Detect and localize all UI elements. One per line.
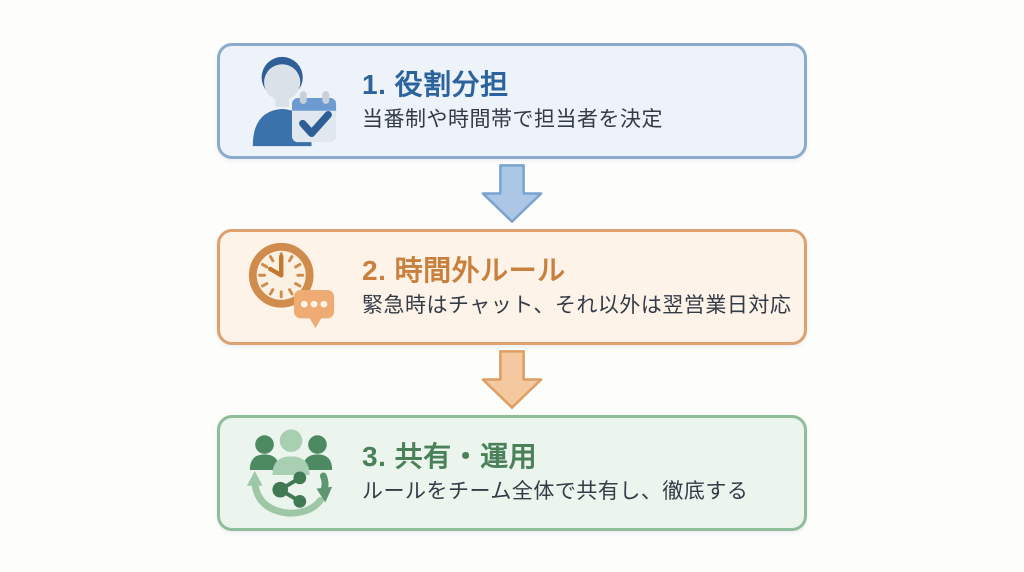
step-title: 2. 時間外ルール (362, 254, 566, 286)
step-card-share-operate: 3. 共有・運用 ルールをチーム全体で共有し、徹底する (217, 415, 807, 531)
step-card-afterhours-rules: 2. 時間外ルール 緊急時はチャット、それ以外は翌営業日対応 (217, 229, 807, 345)
step-title: 1. 役割分担 (362, 68, 509, 100)
clock-chat-icon (242, 238, 340, 336)
step-title: 3. 共有・運用 (362, 440, 538, 472)
down-arrow (480, 345, 544, 415)
step-description: ルールをチーム全体で共有し、徹底する (362, 480, 749, 504)
people-share-icon (242, 424, 340, 522)
person-calendar-icon (242, 52, 340, 150)
step-description: 緊急時はチャット、それ以外は翌営業日対応 (362, 294, 792, 318)
step-card-role-assignment: 1. 役割分担 当番制や時間帯で担当者を決定 (217, 43, 807, 159)
step-description: 当番制や時間帯で担当者を決定 (362, 108, 663, 132)
down-arrow (480, 159, 544, 229)
